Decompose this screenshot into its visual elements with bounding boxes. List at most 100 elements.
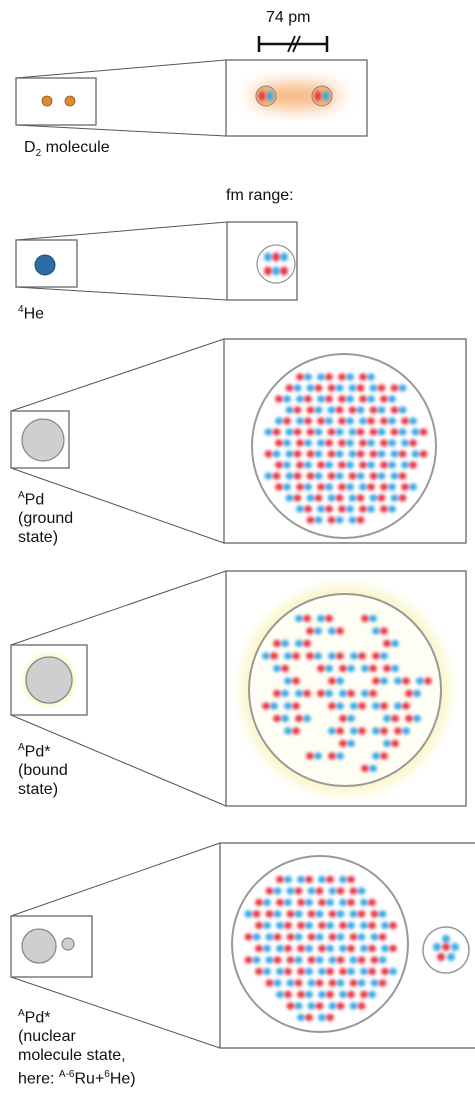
nucleon xyxy=(389,921,397,930)
panel-d2 xyxy=(15,35,368,137)
nucleon xyxy=(357,1002,366,1010)
nucleon xyxy=(380,677,388,685)
nucleon xyxy=(285,428,294,436)
nucleon xyxy=(326,990,334,999)
nucleon xyxy=(359,439,367,447)
nucleon xyxy=(244,933,253,941)
nucleon xyxy=(380,417,388,425)
nucleon xyxy=(346,373,354,381)
nucleon xyxy=(380,461,388,469)
nucleon xyxy=(350,727,358,735)
nucleon xyxy=(296,373,304,381)
nucleon xyxy=(307,956,316,964)
nucleon xyxy=(338,505,346,513)
nucleon xyxy=(336,752,344,760)
nucleon xyxy=(317,417,325,425)
nucleon xyxy=(402,727,410,735)
nucleon xyxy=(285,384,294,392)
nucleon xyxy=(292,702,300,710)
nucleon xyxy=(305,990,313,999)
nucleon xyxy=(315,887,324,895)
nucleon xyxy=(315,1002,324,1010)
nucleon xyxy=(325,439,333,447)
nucleon xyxy=(338,439,346,447)
nucleon xyxy=(306,627,314,635)
nucleon xyxy=(303,614,311,623)
nucleon xyxy=(305,898,313,907)
nucleon xyxy=(326,944,334,953)
nucleon xyxy=(305,921,313,930)
nucleon xyxy=(360,967,368,976)
zoom-line-bottom xyxy=(10,976,221,1049)
nucleon xyxy=(360,944,368,953)
nucleon xyxy=(372,627,380,635)
nucleon xyxy=(356,494,365,502)
nucleon xyxy=(293,428,302,436)
nucleon xyxy=(294,979,303,987)
nucleon xyxy=(394,727,402,735)
nucleon xyxy=(328,727,336,735)
nucleon xyxy=(409,483,417,491)
nucleon xyxy=(339,664,347,673)
nucleon xyxy=(272,472,281,480)
nucleon xyxy=(285,450,294,458)
nucleon xyxy=(314,627,322,635)
pd-ground-atom xyxy=(21,418,65,462)
nucleon xyxy=(296,505,304,513)
nucleon xyxy=(318,990,326,999)
nucleon xyxy=(328,677,336,685)
nucleon xyxy=(262,652,270,660)
nucleon xyxy=(360,921,368,930)
nucleon xyxy=(303,639,311,648)
nucleon xyxy=(304,439,312,447)
nucleon xyxy=(296,395,304,403)
nucleon xyxy=(336,702,344,710)
nucleon xyxy=(378,956,387,964)
nucleon xyxy=(297,898,305,907)
nucleon xyxy=(388,505,396,513)
nucleon xyxy=(357,956,366,964)
deuteron xyxy=(311,85,333,107)
nucleon xyxy=(325,689,333,698)
nucleon xyxy=(390,428,399,436)
nucleon xyxy=(297,990,305,999)
nucleon xyxy=(296,417,304,425)
nucleon xyxy=(405,714,413,723)
zoom-line-bottom xyxy=(15,124,227,137)
nucleon xyxy=(285,406,294,414)
pd-bound-atom xyxy=(25,656,73,704)
nucleon xyxy=(284,898,292,907)
zoom-line-top xyxy=(10,842,221,917)
nucleon xyxy=(314,494,323,502)
nucleon xyxy=(296,439,304,447)
nucleon xyxy=(398,406,407,414)
nucleon xyxy=(273,910,282,918)
nucleon xyxy=(326,921,334,930)
nucleon xyxy=(416,677,424,685)
nucleon xyxy=(255,898,263,907)
zoom-line-bottom xyxy=(10,467,225,544)
nucleon xyxy=(361,764,369,773)
nucleon xyxy=(255,944,263,953)
nucleon xyxy=(317,664,325,673)
nucleon xyxy=(265,933,274,941)
nucleon xyxy=(383,739,391,748)
nucleon xyxy=(275,439,283,447)
nucleon xyxy=(372,652,380,660)
nucleon xyxy=(284,702,292,710)
nucleon xyxy=(338,461,346,469)
nucleon xyxy=(285,472,294,480)
nucleon xyxy=(398,428,407,436)
nucleon xyxy=(347,921,355,930)
nucleon xyxy=(281,689,289,698)
nucleon xyxy=(356,384,365,392)
nucleon xyxy=(314,516,323,524)
nucleon xyxy=(327,516,336,524)
nucleon xyxy=(359,373,367,381)
nucleon xyxy=(326,898,334,907)
nucleon xyxy=(307,910,316,918)
nucleon xyxy=(370,910,379,918)
nucleon xyxy=(263,944,271,953)
nucleon xyxy=(380,727,388,735)
nucleon xyxy=(265,910,274,918)
